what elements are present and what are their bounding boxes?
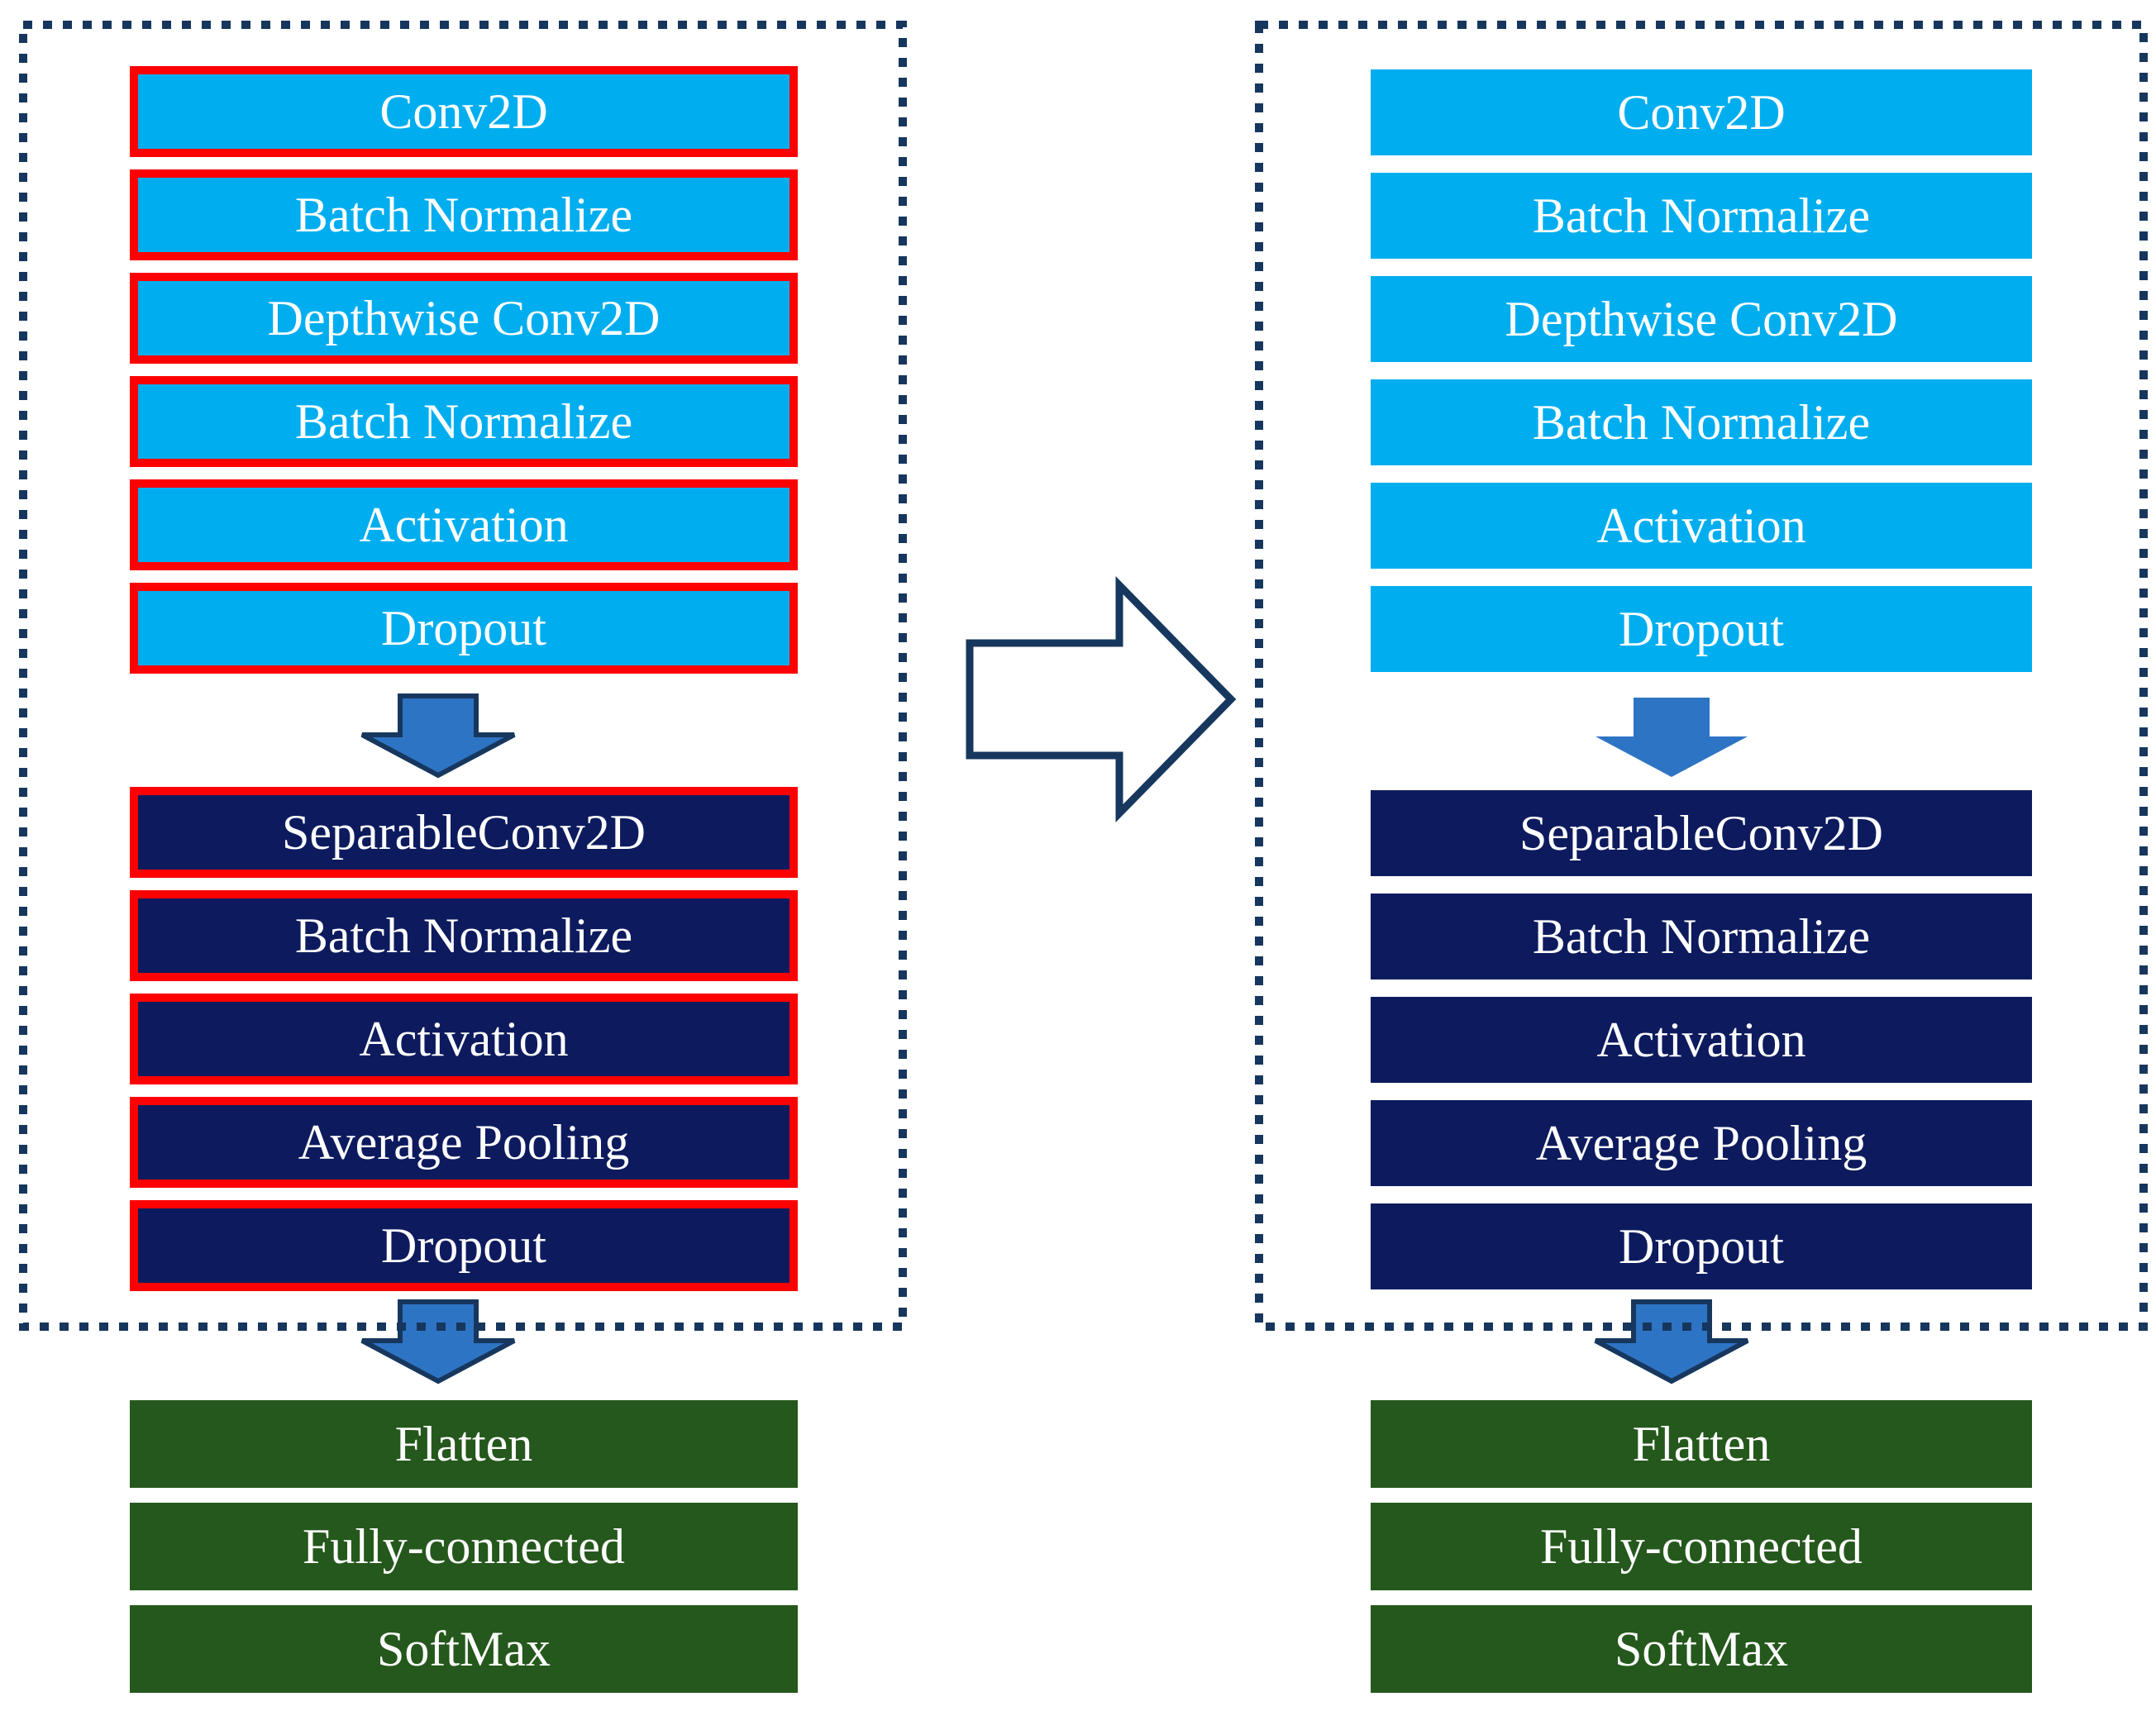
down-arrow-icon: [1596, 698, 1748, 777]
left-layer-batch-normalize-3: Batch Normalize: [130, 890, 798, 981]
right-layer-dropout-1: Dropout: [1371, 586, 2032, 672]
left-layer-flatten: Flatten: [130, 1400, 798, 1488]
left-layer-activation-1: Activation: [130, 479, 798, 570]
left-layer-fully-connected: Fully-connected: [130, 1503, 798, 1590]
right-layer-batch-normalize-3: Batch Normalize: [1371, 894, 2032, 979]
down-arrow-icon: [360, 1299, 516, 1385]
right-layer-fully-connected: Fully-connected: [1371, 1503, 2032, 1590]
left-layer-batch-normalize-1: Batch Normalize: [130, 169, 798, 260]
down-arrow-icon: [360, 693, 516, 779]
down-arrow-icon: [1594, 1299, 1749, 1385]
left-layer-conv2d: Conv2D: [130, 66, 798, 157]
right-arrow-icon: [966, 575, 1237, 823]
right-layer-conv2d: Conv2D: [1371, 69, 2032, 155]
left-layer-dropout-1: Dropout: [130, 583, 798, 674]
left-layer-average-pooling: Average Pooling: [130, 1097, 798, 1188]
right-layer-average-pooling: Average Pooling: [1371, 1100, 2032, 1186]
right-layer-activation-1: Activation: [1371, 483, 2032, 569]
right-layer-dropout-2: Dropout: [1371, 1203, 2032, 1289]
left-layer-softmax: SoftMax: [130, 1605, 798, 1693]
right-feature-block-outline: [1255, 21, 2148, 1331]
right-layer-batch-normalize-1: Batch Normalize: [1371, 173, 2032, 259]
left-layer-separable-conv2d: SeparableConv2D: [130, 787, 798, 878]
right-layer-separable-conv2d: SeparableConv2D: [1371, 790, 2032, 876]
right-layer-activation-2: Activation: [1371, 997, 2032, 1083]
left-layer-depthwise-conv2d: Depthwise Conv2D: [130, 273, 798, 364]
left-layer-activation-2: Activation: [130, 994, 798, 1084]
right-layer-flatten: Flatten: [1371, 1400, 2032, 1488]
right-layer-batch-normalize-2: Batch Normalize: [1371, 379, 2032, 465]
right-layer-depthwise-conv2d: Depthwise Conv2D: [1371, 276, 2032, 362]
left-feature-block-outline: [19, 21, 907, 1331]
right-layer-softmax: SoftMax: [1371, 1605, 2032, 1693]
left-layer-batch-normalize-2: Batch Normalize: [130, 376, 798, 467]
left-layer-dropout-2: Dropout: [130, 1200, 798, 1291]
